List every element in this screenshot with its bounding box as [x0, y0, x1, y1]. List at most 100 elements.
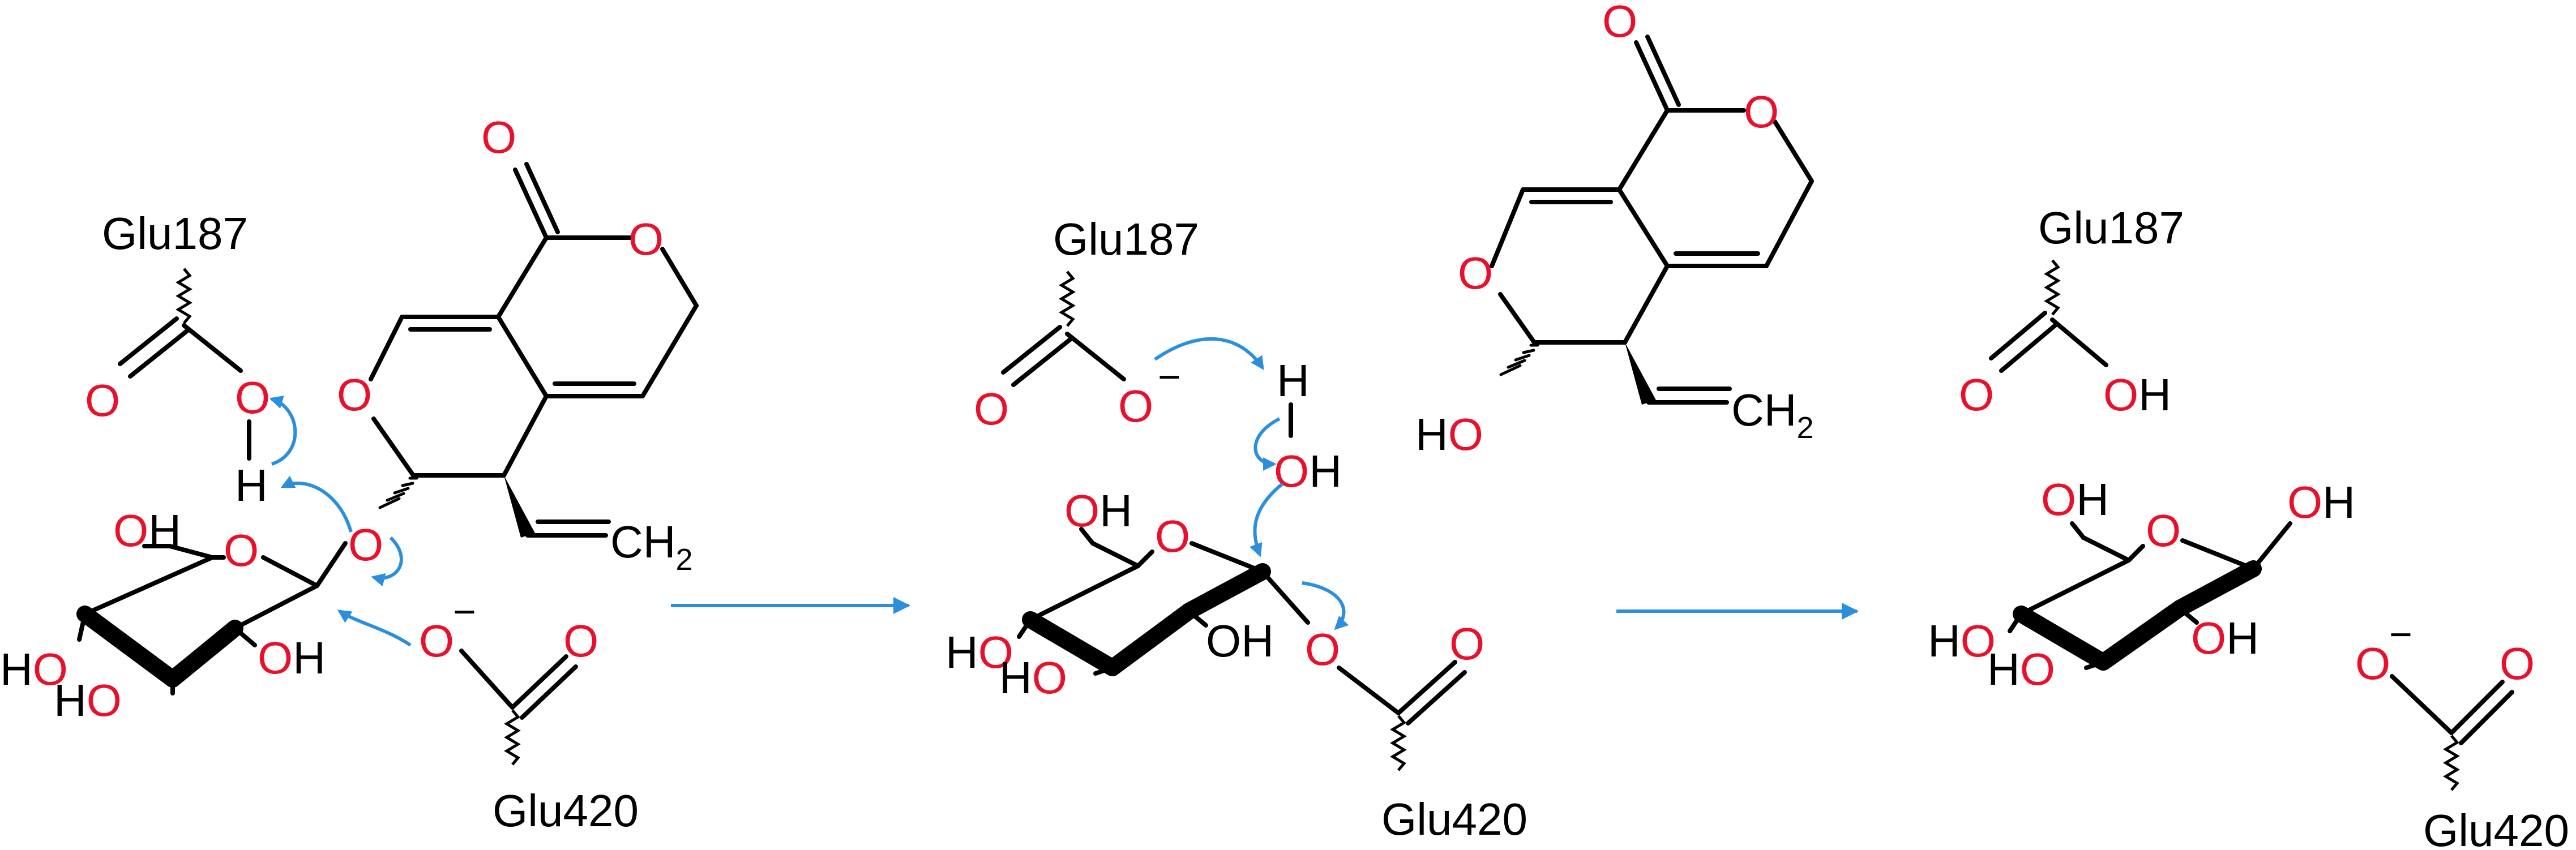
hydroxyl-bond [2177, 606, 2199, 625]
ring-bond [1617, 187, 1670, 268]
ring-bond-front [2171, 560, 2262, 617]
hydrogen-atom: H [1277, 355, 1310, 406]
carbonyl-bond-2 [520, 664, 578, 720]
aglycone-bicyclic-lactone: O O O CH2 [337, 112, 699, 577]
curved-arrow [371, 536, 403, 587]
ring-bond [496, 235, 549, 319]
wavy-side-chain-bond [176, 268, 192, 324]
ring-bond [1189, 541, 1265, 574]
c-o-bond [2390, 674, 2454, 735]
negative-charge: − [1158, 355, 1181, 399]
ring-bond-front [1022, 611, 1121, 676]
glu420-ester: O O Glu420 [1305, 619, 1527, 844]
curved-arrow [337, 609, 412, 647]
hydroxymethyl-bond [2070, 521, 2086, 540]
ring-bond [1028, 564, 1140, 622]
carbonyl-bond-2 [524, 162, 560, 234]
carbonyl-bond-2 [1001, 325, 1062, 375]
ring-oxygen: O [2146, 505, 2181, 556]
hydroxyl-group: HO [1415, 409, 1483, 460]
glu187-residue: Glu187 O O − [974, 214, 1199, 434]
ring-oxygen: O [628, 214, 664, 264]
ring-bond-front [2013, 606, 2112, 671]
ch2-label: CH2 [1731, 385, 1814, 445]
carbonyl-oxygen: O [1449, 619, 1484, 669]
ring-bond [660, 247, 699, 308]
ring-bond [496, 315, 549, 398]
glu187-label: Glu187 [1053, 214, 1199, 264]
carboxylate-oxygen: O [2355, 638, 2390, 689]
stage-2-glycosyl-enzyme-intermediate: Glu187 O O − H OH OH O OH [945, 214, 1527, 844]
ring-bond [2019, 558, 2131, 616]
hydroxyl-group: HO [945, 627, 1013, 677]
hydroxyl-group: HO [54, 675, 122, 725]
ring-bond [233, 583, 319, 630]
ring-bond [502, 394, 549, 478]
glucose-product: OH O OH OH HO HO [1928, 474, 2355, 694]
hydroxyl-group: OH [1274, 446, 1342, 496]
oxygen-atom: O [1959, 370, 1994, 420]
glucose-ring: OH O OH HO HO [0, 505, 348, 725]
c1-o-bond [1260, 569, 1310, 625]
ring-bond [640, 303, 699, 398]
ring-bond [261, 555, 319, 588]
ring-bond [1490, 187, 1525, 268]
c-o-bond [459, 649, 515, 710]
hydroxyl-group: OH [2103, 370, 2171, 420]
hydroxyl-group: HO [999, 652, 1067, 703]
ring-oxygen: O [1744, 87, 1779, 137]
curved-arrow [1154, 337, 1264, 370]
glu420-residue: − O O Glu420 [2355, 612, 2569, 850]
ring-oxygen: O [1458, 248, 1493, 298]
carbonyl-bond [510, 654, 568, 710]
released-aglycone: O O O HO CH2 [1415, 0, 1814, 460]
carbonyl-bond [2449, 680, 2505, 735]
wavy-side-chain-bond [2044, 259, 2061, 316]
ring-oxygen: O [224, 525, 259, 576]
hydroxyl-group: OH [258, 633, 326, 683]
carbonyl-bond-2 [1645, 35, 1681, 107]
carbonyl-bond-2 [1989, 311, 2047, 360]
carbonyl-bond-2 [118, 316, 179, 366]
hydroxyl-group: OH [1064, 486, 1132, 536]
glycosidic-oxygen: O [348, 520, 383, 570]
carbonyl-bond [1396, 660, 1457, 715]
water-molecule: H OH [1274, 355, 1342, 496]
ring-bond-front [164, 620, 243, 688]
hashed-wedge-bond [378, 476, 418, 509]
carbonyl-bond-2 [2459, 690, 2514, 745]
curved-arrow [269, 396, 297, 466]
ring-bond-front [76, 606, 181, 688]
hydrogen-atom: H [235, 460, 268, 510]
glucose-ring: OH O OH HO HO [945, 486, 1310, 703]
wavy-side-chain-bond [2443, 735, 2460, 791]
ring-bond [2180, 538, 2256, 571]
carbonyl-bond [1999, 323, 2057, 373]
ring-bond [1136, 550, 1154, 568]
oxygen-atom: O [974, 384, 1009, 434]
oxygen-atom: O [235, 372, 270, 423]
hydroxyl-bond [2084, 660, 2106, 670]
electron-flow-arrows [1154, 337, 1349, 630]
electron-flow-arrows [269, 396, 412, 647]
negative-charge: − [2389, 612, 2412, 656]
hydroxyl-group: HO [1987, 644, 2055, 694]
carbonyl-bond [128, 329, 189, 379]
wavy-side-chain-bond [1390, 715, 1407, 771]
glu420-residue: O − O Glu420 [419, 590, 639, 836]
ring-bond-front [1180, 563, 1271, 620]
hydroxyl-bond [1017, 617, 1033, 639]
hydroxymethyl-bond [1090, 541, 1140, 568]
carbonyl-oxygen: O [2500, 638, 2535, 689]
ring-bond [371, 417, 416, 478]
hydroxyl-bond [2008, 612, 2023, 633]
curved-arrow [280, 475, 353, 533]
anomeric-hydroxyl: OH [2287, 477, 2355, 527]
hydroxyl-group: HO [1928, 616, 1996, 666]
ring-bond [1617, 108, 1670, 192]
hydroxyl-group: OH [1206, 616, 1274, 666]
glu187-residue: Glu187 O O H [85, 208, 270, 510]
hydroxyl-group: OH [113, 505, 181, 556]
carbonyl-oxygen: O [481, 112, 516, 162]
